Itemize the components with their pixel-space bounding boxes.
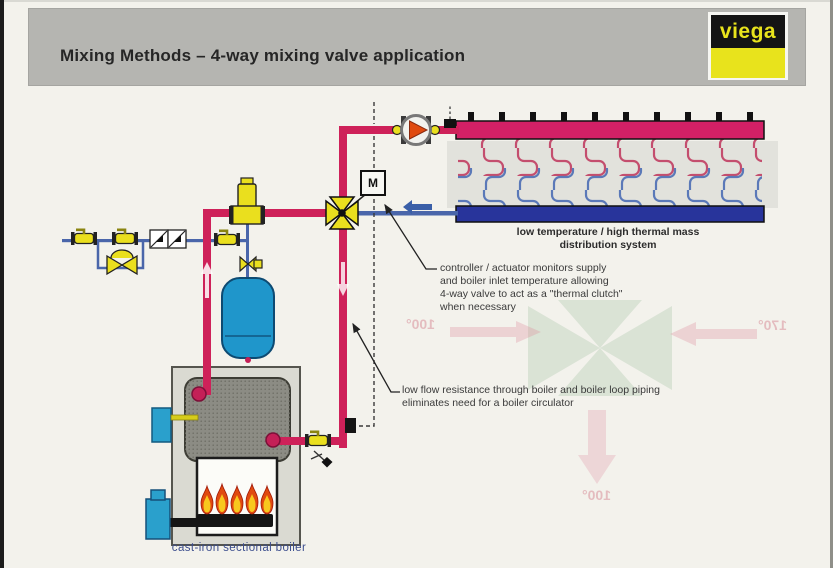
supply-temp-sensor [444,119,456,128]
control-wiring-dashed [356,136,375,427]
circulator-pump [400,114,432,146]
low-flow-note-line1: low flow resistance through boiler and b… [402,384,660,396]
watermark-temp-bottom: 100° [582,487,611,503]
return-manifold [455,205,765,223]
actuator-box [360,170,386,196]
prv-bypass-loop [96,242,145,270]
boiler-supply-port [191,386,207,402]
burner-bar [197,514,273,527]
pump-direction-arrow [409,120,429,140]
watermark-valve-symbol [528,300,672,396]
ball-valve-1 [69,228,99,247]
sensor-well [170,414,199,421]
page-edge-left [0,0,4,568]
watermark-temp-left: 100° [406,316,435,332]
viega-logo-text: viega [719,20,777,43]
boiler [145,366,301,546]
boiler-return-port [265,432,281,448]
manifold-tick-marks [464,112,756,121]
supply-manifold [455,120,765,140]
controller-note: controller / actuator monitors supply an… [440,262,710,314]
air-separator [229,177,265,225]
page-edge-right [830,0,833,568]
flow-arrow-down [337,262,349,296]
boiler-isolation-valve [303,430,333,449]
low-flow-leader-line [352,322,400,393]
low-flow-note-line2: eliminates need for a boiler circulator [402,397,574,409]
viega-logo-yellow-block [711,48,785,78]
pressure-reducing-valve [106,249,138,276]
low-flow-note: low flow resistance through boiler and b… [402,384,712,410]
boiler-inlet-temp-sensor [345,418,356,433]
distribution-label-line1: low temperature / high thermal mass [516,226,700,238]
gas-pipe [170,518,202,527]
controller-leader-line [384,203,437,270]
controller-note-line2: and boiler inlet temperature allowing [440,275,609,287]
controller-note-line1: controller / actuator monitors supply [440,262,607,274]
boiler-drain-valve [310,450,333,468]
watermark-arrows [450,321,757,484]
ball-valve-3 [212,229,242,248]
gas-valve [145,498,171,540]
viega-logo-wordmark: viega [711,15,785,48]
flow-arrow-left [403,200,432,214]
aquastat-control [151,407,172,443]
boiler-caption: cast-iron sectional boiler [171,542,307,554]
backflow-preventer [149,229,187,249]
radiant-tubing-return [458,168,762,206]
flow-arrow-up [201,262,213,298]
four-way-mixing-valve [325,193,367,230]
ball-valve-2 [110,228,140,247]
page-edge-top [0,0,833,2]
yellow-components [69,124,441,449]
burner-flames-inner [203,494,271,513]
heat-exchanger-block [185,378,290,461]
controller-note-line4: when necessary [440,301,516,313]
expansion-tank [221,277,275,363]
distribution-label-line2: distribution system [559,238,657,251]
watermark-temp-right: 170° [758,317,787,333]
tank-service-valve [239,255,263,273]
page-title: Mixing Methods – 4-way mixing valve appl… [60,46,466,65]
controller-note-line3: 4-way valve to act as a "thermal clutch" [440,288,623,300]
distribution-label: low temperature / high thermal mass dist… [458,226,758,251]
header-bar [28,8,806,86]
